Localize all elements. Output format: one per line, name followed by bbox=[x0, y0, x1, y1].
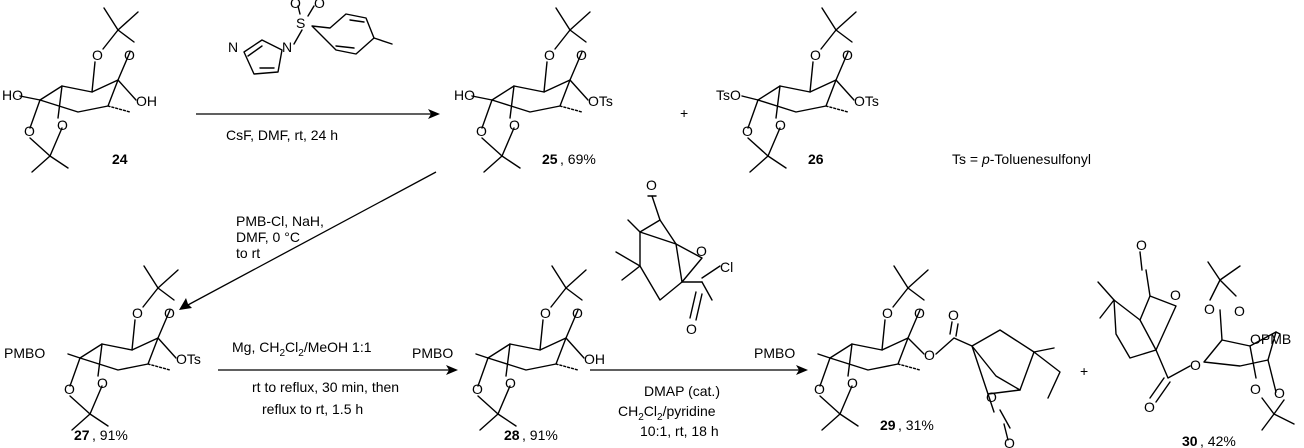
atom-o: O bbox=[472, 381, 483, 397]
conditions-4-line3: 10:1, rt, 18 h bbox=[640, 423, 719, 439]
compound-yield: , 91% bbox=[522, 427, 558, 443]
conditions-3-line1: Mg, CH2Cl2/MeOH 1:1 bbox=[232, 339, 372, 359]
atom-o: O bbox=[509, 117, 520, 133]
atom-o: O bbox=[948, 307, 959, 323]
compound-number: 26 bbox=[808, 151, 824, 167]
atom-o: O bbox=[686, 321, 697, 337]
compound-27: O O O O PMBO OTs 27 , 91% bbox=[4, 265, 201, 443]
atom-o: O bbox=[290, 0, 301, 11]
atom-o: O bbox=[882, 305, 893, 321]
atom-o: O bbox=[1004, 435, 1015, 448]
atom-o: O bbox=[814, 381, 825, 397]
compound-yield: , 31% bbox=[898, 417, 934, 433]
atom-ots: OTs bbox=[176, 351, 201, 367]
compound-yield: , 69% bbox=[560, 151, 596, 167]
atom-n: N bbox=[282, 39, 292, 55]
conditions-4-line2: CH2Cl2/pyridine bbox=[618, 403, 716, 423]
atom-o: O bbox=[646, 177, 657, 193]
reagent-tosylimidazole: N N S O O bbox=[228, 0, 393, 75]
plus-sign: + bbox=[680, 105, 688, 121]
atom-o: O bbox=[1234, 303, 1245, 319]
atom-o: O bbox=[696, 243, 707, 259]
atom-opmb: OPMB bbox=[1250, 331, 1291, 347]
reaction-arrow-3: Mg, CH2Cl2/MeOH 1:1 rt to reflux, 30 min… bbox=[218, 339, 458, 417]
atom-o: O bbox=[1136, 237, 1147, 253]
compound-29: O O O O PMBO O O O O 29 , 31% bbox=[754, 265, 1061, 448]
atom-o: O bbox=[810, 47, 821, 63]
atom-o: O bbox=[1170, 287, 1181, 303]
atom-o: O bbox=[914, 305, 925, 321]
compound-30: O O O O O O OPMB O O 30 , 42% bbox=[1097, 237, 1295, 448]
atom-tso: TsO bbox=[716, 87, 741, 103]
atom-o: O bbox=[57, 117, 68, 133]
atom-o: O bbox=[986, 389, 997, 405]
atom-o: O bbox=[540, 305, 551, 321]
reaction-arrow-1: CsF, DMF, rt, 24 h bbox=[196, 109, 440, 143]
atom-o: O bbox=[544, 47, 555, 63]
atom-oh: OH bbox=[136, 93, 157, 109]
conditions-2-line2: DMF, 0 °C bbox=[236, 229, 300, 245]
atom-o: O bbox=[742, 123, 753, 139]
compound-number: 28 bbox=[504, 427, 520, 443]
reagent-camphanoyl-chloride: O O Cl O bbox=[615, 177, 733, 337]
conditions-4-line1: DMAP (cat.) bbox=[644, 383, 720, 399]
atom-o: O bbox=[1274, 385, 1285, 401]
atom-o: O bbox=[132, 305, 143, 321]
atom-o: O bbox=[847, 375, 858, 391]
atom-o: O bbox=[1190, 357, 1201, 373]
atom-n: N bbox=[228, 39, 238, 55]
atom-o: O bbox=[1250, 381, 1261, 397]
atom-o: O bbox=[476, 123, 487, 139]
atom-o: O bbox=[124, 47, 135, 63]
atom-ots: OTs bbox=[854, 93, 879, 109]
atom-ho: HO bbox=[2, 87, 23, 103]
atom-o: O bbox=[1144, 399, 1155, 415]
atom-ho: HO bbox=[454, 87, 475, 103]
atom-o: O bbox=[24, 123, 35, 139]
conditions-1: CsF, DMF, rt, 24 h bbox=[226, 127, 338, 143]
atom-o: O bbox=[1204, 301, 1215, 317]
compound-number: 24 bbox=[112, 151, 128, 167]
atom-o: O bbox=[92, 47, 103, 63]
reaction-arrow-4: DMAP (cat.) CH2Cl2/pyridine 10:1, rt, 18… bbox=[590, 365, 808, 439]
conditions-3-line3: reflux to rt, 1.5 h bbox=[262, 401, 363, 417]
atom-ots: OTs bbox=[588, 93, 613, 109]
conditions-2-line3: to rt bbox=[236, 245, 260, 261]
compound-number: 27 bbox=[74, 427, 90, 443]
compound-24: O O O O HO OH 24 bbox=[2, 7, 157, 173]
compound-yield: , 42% bbox=[1200, 433, 1236, 448]
plus-sign: + bbox=[1080, 363, 1088, 379]
atom-o: O bbox=[924, 347, 935, 363]
atom-o: O bbox=[64, 381, 75, 397]
compound-yield: , 91% bbox=[92, 427, 128, 443]
atom-o: O bbox=[164, 305, 175, 321]
atom-cl: Cl bbox=[720, 259, 733, 275]
reaction-arrow-2: PMB-Cl, NaH, DMF, 0 °C to rt bbox=[179, 171, 437, 310]
atom-o: O bbox=[505, 375, 516, 391]
atom-pmbo: PMBO bbox=[754, 345, 795, 361]
compound-number: 30 bbox=[1182, 433, 1198, 448]
ts-definition: Ts = p-Toluenesulfonyl bbox=[952, 151, 1091, 167]
atom-o: O bbox=[775, 117, 786, 133]
atom-o: O bbox=[97, 375, 108, 391]
atom-oh: OH bbox=[584, 351, 605, 367]
atom-o: O bbox=[576, 47, 587, 63]
atom-o: O bbox=[314, 0, 325, 11]
compound-number: 25 bbox=[542, 151, 558, 167]
conditions-3-line2: rt to reflux, 30 min, then bbox=[252, 379, 399, 395]
conditions-2-line1: PMB-Cl, NaH, bbox=[236, 213, 324, 229]
compound-28: O O O O PMBO OH 28 , 91% bbox=[412, 265, 605, 443]
atom-pmbo: PMBO bbox=[4, 345, 45, 361]
compound-number: 29 bbox=[880, 417, 896, 433]
compound-26: O O O O TsO OTs 26 bbox=[716, 7, 879, 173]
compound-25: O O O O HO OTs 25 , 69% bbox=[454, 7, 613, 173]
atom-s: S bbox=[296, 15, 305, 31]
atom-o: O bbox=[572, 305, 583, 321]
atom-pmbo: PMBO bbox=[412, 345, 453, 361]
atom-o: O bbox=[842, 47, 853, 63]
